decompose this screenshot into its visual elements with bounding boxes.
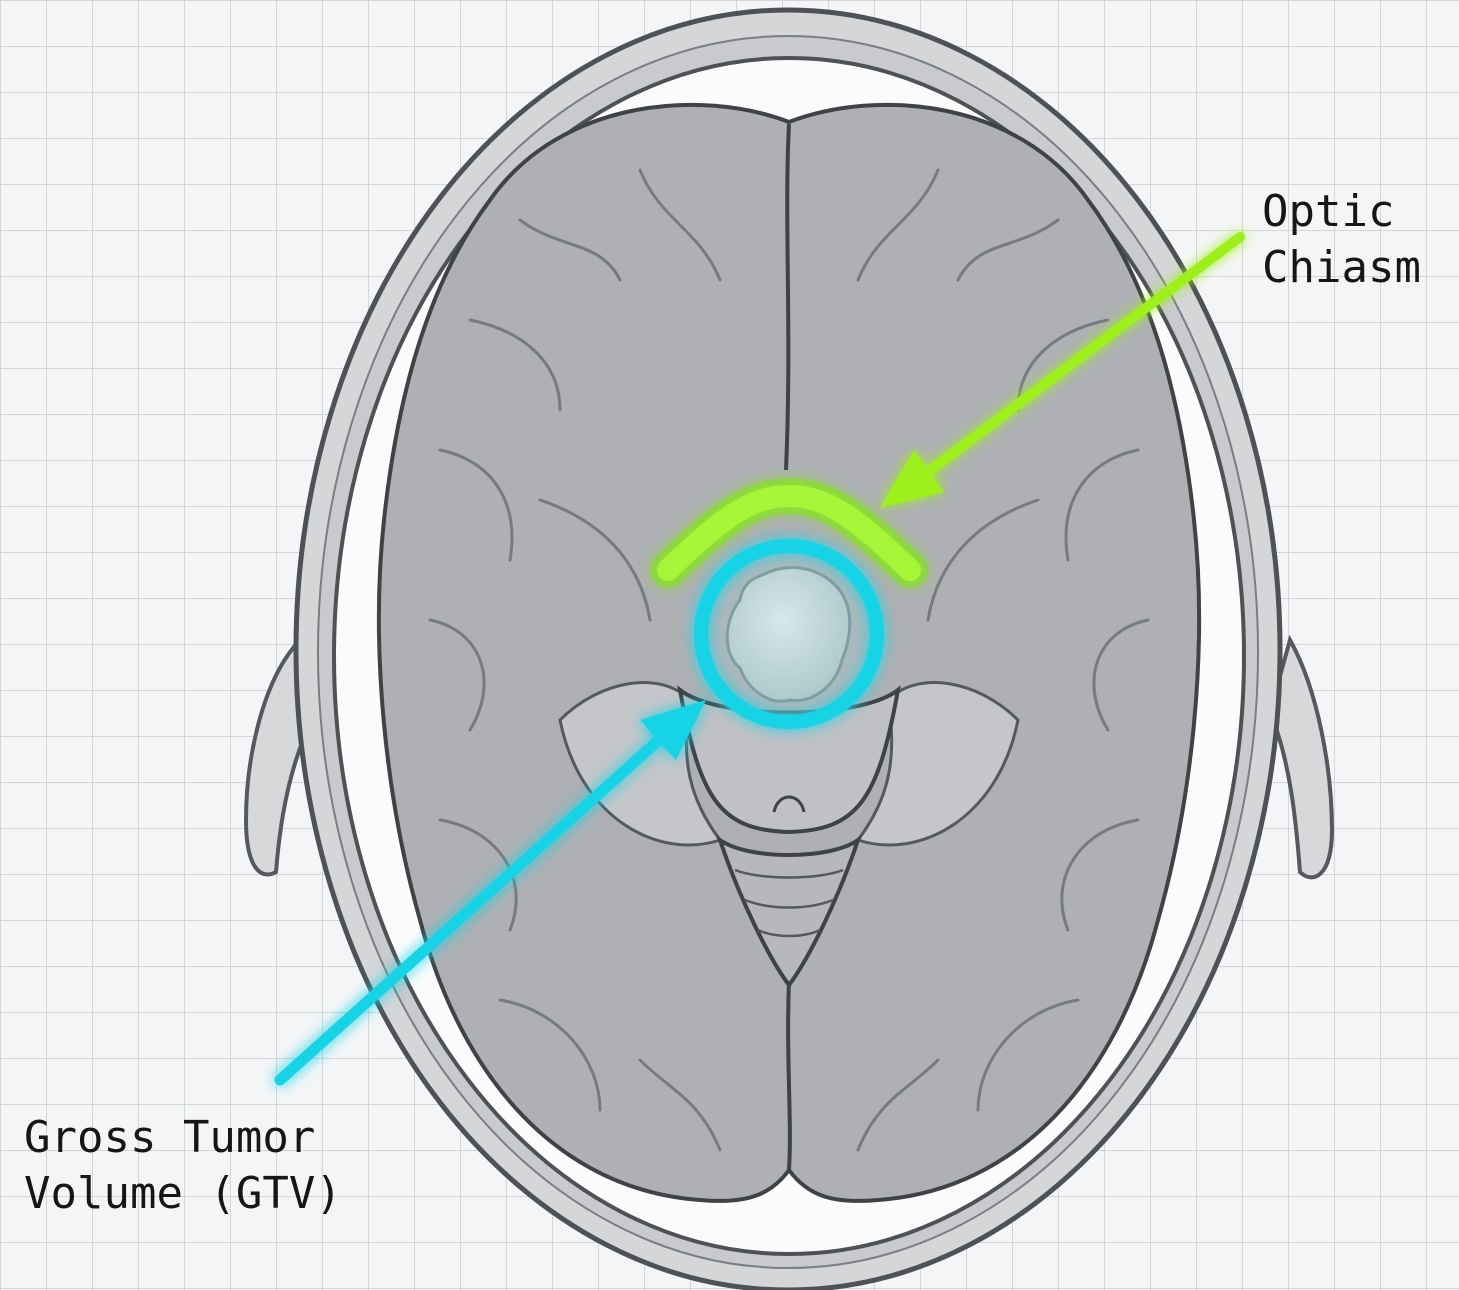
optic-chiasm-label-line2: Chiasm bbox=[1262, 240, 1421, 296]
gtv-label: Gross Tumor Volume (GTV) bbox=[24, 1110, 342, 1222]
optic-chiasm-label-line1: Optic bbox=[1262, 184, 1421, 240]
gtv-label-line2: Volume (GTV) bbox=[24, 1166, 342, 1222]
tumor-gtv bbox=[693, 538, 885, 730]
gtv-label-line1: Gross Tumor bbox=[24, 1110, 342, 1166]
optic-chiasm-label: Optic Chiasm bbox=[1262, 184, 1421, 296]
